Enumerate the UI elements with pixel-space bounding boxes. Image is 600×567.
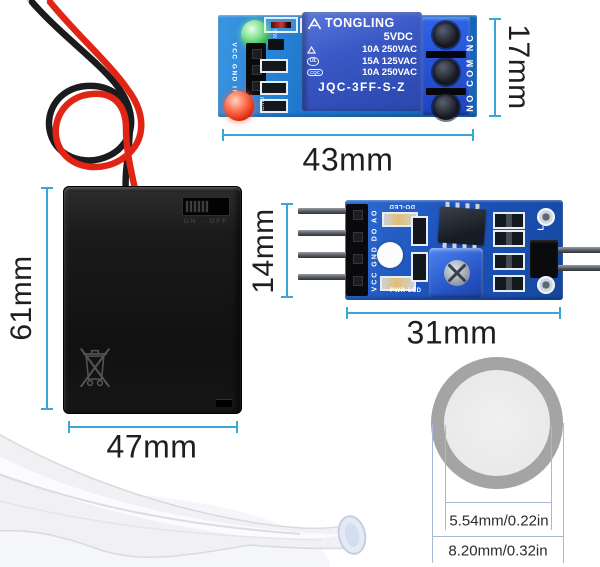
tube-body-outline	[0, 433, 355, 558]
header-pin	[353, 232, 363, 242]
relay-voltage: 5VDC	[383, 31, 413, 43]
relay-red-led	[224, 91, 254, 121]
sensor-height-dimension-label: 14mm	[247, 208, 280, 294]
terminal-screw	[433, 94, 459, 120]
battery-width-dimension-line	[68, 421, 238, 433]
terminal-divider	[426, 88, 466, 95]
relay-height-dimension-line	[489, 18, 501, 117]
sensor-resistor	[411, 216, 428, 246]
ul-mark-icon: UL	[307, 56, 320, 66]
sensor-width-dimension-label: 31mm	[406, 314, 498, 351]
relay-input-pin-labels: VCC GND IN	[230, 42, 238, 96]
relay-voltage-row: 5VDC	[307, 31, 417, 44]
sensor-right-pin	[558, 265, 600, 271]
relay-rating-row: CQC 10A 250VAC	[307, 67, 417, 78]
sensor-left-header	[346, 204, 368, 296]
sensor-do-led-label: DO-LED	[389, 203, 415, 209]
tube-highlight	[0, 456, 350, 539]
inner-diameter-extension-line	[551, 425, 552, 530]
relay-rating-row: 10A 250VAC	[307, 44, 417, 55]
tube-cross-section	[431, 357, 563, 489]
header-pin	[252, 49, 262, 59]
power-switch-knob	[185, 200, 209, 213]
sensor-mounting-hole	[537, 208, 555, 226]
inner-diameter-label: 5.54mm/0.22in	[449, 512, 549, 530]
sensor-trimpot	[429, 248, 483, 298]
relay-diode	[264, 17, 298, 33]
tube-inner-line-2	[0, 500, 323, 541]
sensor-left-pin	[298, 230, 346, 236]
relay-transistor	[268, 39, 284, 50]
relay-rating-row: UL 15A 125VAC	[307, 56, 417, 67]
relay-diode-body	[271, 22, 291, 28]
relay-rating-1: 10A 250VAC	[362, 44, 417, 56]
relay-resistor	[260, 81, 288, 95]
relay-body: TONGLING 5VDC 10A 250VAC UL 15A 125VAC C…	[302, 12, 422, 111]
outer-diameter-extension-line	[432, 423, 433, 563]
outer-diameter-line	[432, 536, 564, 537]
sensor-width-dimension-line	[346, 307, 561, 319]
terminal-screw	[433, 22, 459, 48]
battery-wires	[26, 0, 145, 196]
relay-brand-row: TONGLING	[307, 16, 417, 31]
sensor-mounting-hole-center	[377, 242, 403, 268]
power-switch-label: ON - OFF	[183, 218, 229, 225]
cqc-mark-icon: CQC	[307, 68, 323, 77]
inner-diameter-extension-line	[445, 425, 446, 530]
sensor-right-pin	[558, 247, 600, 253]
tube-end-bore	[344, 523, 360, 547]
sensor-l-marking: L	[536, 225, 546, 231]
relay-input-header	[246, 43, 266, 95]
power-switch	[182, 197, 230, 216]
sensor-resistor	[411, 252, 428, 282]
battery-holder: ON - OFF	[63, 186, 242, 414]
relay-terminal-pin-labels: NO COM NC	[465, 32, 475, 112]
battery-width-dimension-label: 47mm	[106, 428, 198, 465]
relay-rating-2: 15A 125VAC	[362, 55, 417, 67]
sensor-left-pin	[298, 274, 346, 280]
relay-width-dimension-label: 43mm	[302, 141, 394, 178]
header-pin	[353, 276, 363, 286]
outer-diameter-extension-line	[563, 423, 564, 563]
sensor-right-header	[530, 240, 558, 278]
relay-height-dimension-label: 17mm	[502, 24, 535, 110]
sensor-resistor	[493, 212, 525, 229]
triangle-mark-icon	[307, 45, 316, 54]
outer-diameter-label: 8.20mm/0.32in	[448, 542, 548, 560]
relay-terminal-block	[422, 17, 470, 120]
terminal-screw	[433, 59, 459, 85]
wire-red	[46, 0, 145, 196]
relay-model: JQC-3FF-S-Z	[318, 80, 406, 95]
sensor-mounting-hole	[537, 276, 555, 294]
relay-module: SW VCC GND IN PWR TONGLING 5VDC	[218, 12, 477, 121]
battery-height-dimension-line	[41, 187, 53, 410]
relay-width-dimension-line	[222, 129, 474, 141]
inner-diameter-line	[445, 502, 552, 503]
sensor-comparator-ic	[437, 206, 487, 246]
header-pin	[353, 210, 363, 220]
relay-rating-3: 10A 250VAC	[362, 66, 417, 78]
relay-pwr-label: PWR	[258, 96, 265, 112]
sensor-module: VCC GND DO AO DO-LED PWR-LED L	[298, 200, 600, 300]
sensor-resistor	[493, 253, 525, 270]
battery-case-notch	[216, 399, 232, 407]
clear-tube	[0, 433, 367, 567]
sensor-resistor	[493, 230, 525, 247]
sensor-left-pin	[298, 208, 346, 214]
sensor-left-pin	[298, 252, 346, 258]
sensor-pwr-led	[380, 276, 416, 291]
sensor-pwr-led-label: PWR-LED	[390, 288, 422, 294]
relay-resistor	[260, 59, 288, 73]
terminal-divider	[426, 51, 466, 58]
tongling-logo-icon	[307, 17, 322, 29]
relay-brand: TONGLING	[325, 16, 395, 30]
tube-inner-line-1	[0, 473, 301, 535]
relay-resistor	[260, 99, 288, 113]
sensor-height-dimension-line	[281, 203, 293, 298]
trimpot-screw	[444, 260, 470, 286]
battery-height-dimension-label: 61mm	[5, 255, 38, 341]
header-pin	[353, 254, 363, 264]
weee-crossed-bin-icon	[79, 347, 111, 388]
sensor-resistor	[493, 275, 525, 292]
